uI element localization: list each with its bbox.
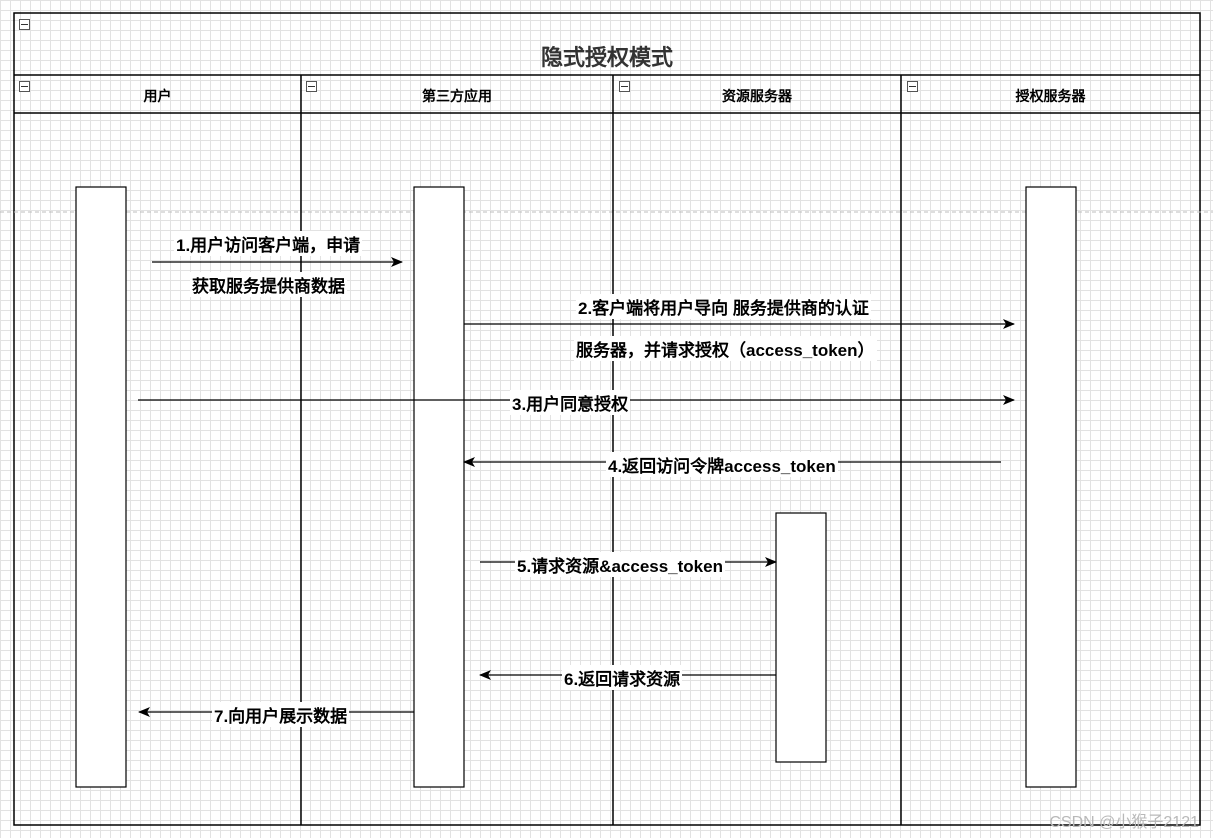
message-label-6: 6.返回请求资源: [562, 665, 683, 690]
activation-bar-auth-server: [1025, 186, 1077, 788]
lane-resource-server-collapse-toggle[interactable]: [619, 81, 630, 92]
message-label-4: 4.返回访问令牌access_token: [606, 452, 838, 477]
message-label-2-line2: 服务器，并请求授权（access_token）: [574, 336, 877, 361]
diagram-title: 隐式授权模式: [540, 45, 673, 70]
message-label-2-line1: 2.客户端将用户导向 服务提供商的认证: [576, 294, 871, 319]
lane-client-collapse-toggle[interactable]: [306, 81, 317, 92]
activation-bar-user: [75, 186, 127, 788]
pool-collapse-toggle[interactable]: [19, 19, 30, 30]
pool-frame: [13, 12, 1201, 826]
lane-auth-server-collapse-toggle[interactable]: [907, 81, 918, 92]
activation-bar-resource-server: [775, 512, 827, 763]
message-label-7: 7.向用户展示数据: [212, 702, 350, 727]
message-label-1-line2: 获取服务提供商数据: [190, 272, 347, 297]
message-label-3: 3.用户同意授权: [510, 390, 631, 415]
watermark: CSDN @小猴子2121: [1049, 814, 1199, 831]
message-label-1-line1: 1.用户访问客户端，申请: [174, 231, 363, 256]
lane-header-client: 第三方应用: [422, 88, 492, 104]
activation-bar-client: [413, 186, 465, 788]
lane-header-user: 用户: [143, 88, 172, 104]
lane-header-resource-server: 资源服务器: [722, 88, 792, 104]
lane-header-auth-server: 授权服务器: [1015, 88, 1086, 104]
message-label-5: 5.请求资源&access_token: [515, 552, 725, 577]
lane-user-collapse-toggle[interactable]: [19, 81, 30, 92]
